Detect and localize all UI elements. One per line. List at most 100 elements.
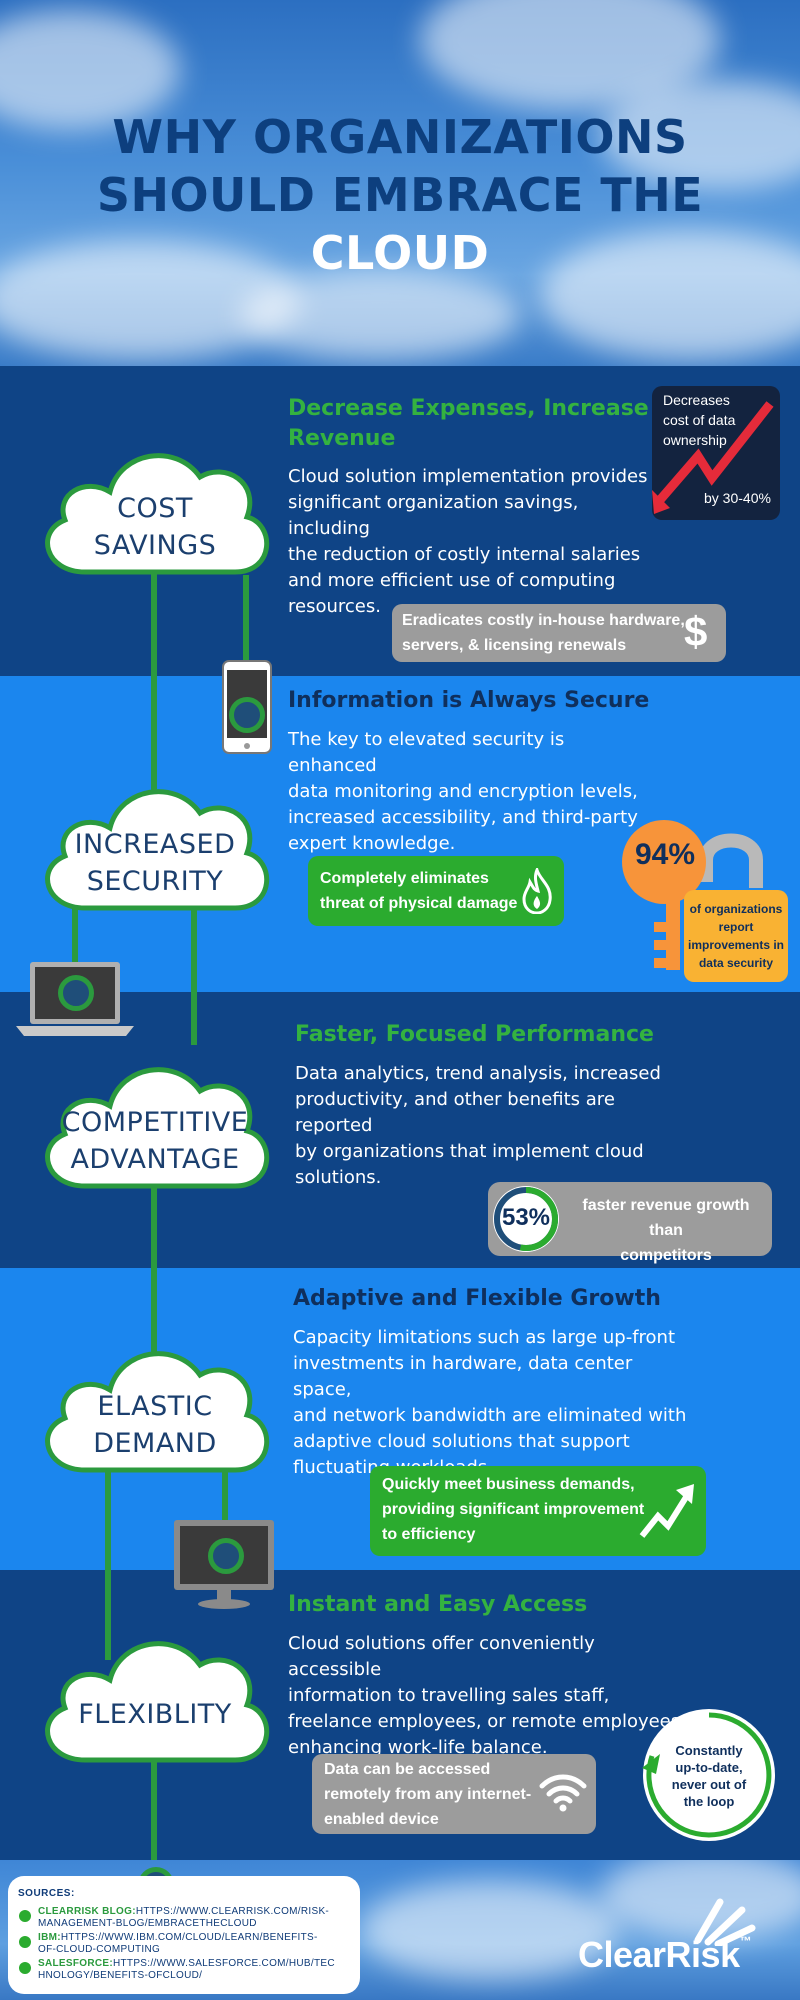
- body-line: the reduction of costly internal salarie…: [288, 544, 641, 565]
- badge-line: up-to-date,: [675, 1760, 743, 1775]
- cloud-label: SECURITY: [86, 866, 224, 897]
- body-line: freelance employees, or remote employees…: [288, 1711, 686, 1732]
- section-heading: Instant and Easy Access: [288, 1592, 588, 1617]
- section-heading: Faster, Focused Performance: [295, 1022, 654, 1047]
- connector-line: [151, 1760, 157, 1875]
- revenue-growth-pill: 53% faster revenue growth than competito…: [488, 1182, 772, 1264]
- pill-line: Eradicates costly in-house hardware,: [402, 612, 685, 629]
- section-heading: Adaptive and Flexible Growth: [293, 1286, 661, 1311]
- physical-damage-pill: Completely eliminates threat of physical…: [308, 856, 564, 926]
- title-line-3: CLOUD: [310, 226, 490, 280]
- source-item[interactable]: CLEARRISK BLOG:HTTPS://WWW.CLEARRISK.COM…: [38, 1906, 358, 1930]
- brand-name: ClearRisk: [578, 1934, 740, 1975]
- cloud-cost-savings: COST SAVINGS: [25, 432, 285, 582]
- source-item[interactable]: IBM:HTTPS://WWW.IBM.COM/CLOUD/LEARN/BENE…: [38, 1932, 358, 1956]
- stat-line: of organizations: [689, 902, 783, 916]
- cloud-label: INCREASED: [74, 829, 236, 860]
- connector-line: [191, 895, 197, 1045]
- connector-line: [72, 895, 78, 980]
- bullet-dot: [19, 1962, 31, 1974]
- pill-line: to efficiency: [382, 1526, 476, 1543]
- body-line: significant organization savings, includ…: [288, 492, 579, 539]
- cloud-competitive-advantage: COMPETITIVE ADVANTAGE: [25, 1046, 285, 1196]
- source-name: SALESFORCE:: [38, 1958, 113, 1969]
- business-demand-pill: Quickly meet business demands, providing…: [370, 1466, 706, 1556]
- hardware-pill: Eradicates costly in-house hardware, ser…: [392, 604, 726, 662]
- stat-line: competitors: [620, 1247, 712, 1264]
- trend-up-icon: [639, 1484, 694, 1538]
- page-title: WHY ORGANIZATIONS SHOULD EMBRACE THE CLO…: [0, 108, 800, 282]
- callout-line: Decreases: [663, 392, 730, 408]
- bullet-dot: [19, 1910, 31, 1922]
- stat-line: report: [718, 920, 754, 934]
- stat-line: data security: [698, 956, 774, 970]
- body-line: productivity, and other benefits are rep…: [295, 1089, 615, 1136]
- section-body: The key to elevated security is enhanced…: [288, 727, 648, 857]
- stat-value: 53%: [501, 1204, 551, 1231]
- ownership-callout: Decreases cost of data ownership by 30-4…: [652, 386, 780, 520]
- key-lock-icon: 94% of organizations report improvements…: [618, 812, 788, 982]
- percent-ring: [493, 1186, 559, 1252]
- section-body: Cloud solutions offer conveniently acces…: [288, 1631, 688, 1761]
- body-line: solutions.: [295, 1167, 382, 1188]
- cloud-elastic-demand: ELASTIC DEMAND: [25, 1330, 285, 1480]
- sources-title: SOURCES:: [18, 1888, 75, 1899]
- body-line: adaptive cloud solutions that support: [293, 1431, 630, 1452]
- stat-text: faster revenue growth than competitors: [564, 1193, 768, 1268]
- cloud-label: DEMAND: [93, 1428, 217, 1459]
- pill-line: threat of physical damage: [320, 895, 518, 912]
- pill-line: enabled device: [324, 1811, 439, 1828]
- pill-line: remotely from any internet-: [324, 1786, 532, 1803]
- badge-line: Constantly: [675, 1743, 743, 1758]
- brand-rays-icon: [694, 1898, 756, 1946]
- up-to-date-badge: Constantly up-to-date, never out of the …: [640, 1706, 778, 1844]
- callout-value: by 30-40%: [704, 490, 771, 506]
- fire-icon: [522, 868, 552, 914]
- body-line: investments in hardware, data center spa…: [293, 1353, 633, 1400]
- body-line: increased accessibility, and third-party: [288, 807, 638, 828]
- remote-access-pill: Data can be accessed remotely from any i…: [312, 1754, 596, 1834]
- body-line: expert knowledge.: [288, 833, 456, 854]
- cloud-label: COST: [117, 493, 193, 524]
- heading-line: Revenue: [288, 426, 396, 451]
- sources-box: SOURCES: CLEARRISK BLOG:HTTPS://WWW.CLEA…: [8, 1876, 360, 1994]
- section-heading: Decrease Expenses, Increase Revenue: [288, 394, 649, 454]
- connector-node: [58, 975, 94, 1011]
- body-line: enhancing work-life balance.: [288, 1737, 548, 1758]
- cloud-label: SAVINGS: [93, 530, 217, 561]
- bullet-dot: [19, 1936, 31, 1948]
- header-sky: WHY ORGANIZATIONS SHOULD EMBRACE THE CLO…: [0, 0, 800, 366]
- brand-logo: ClearRisk™: [578, 1934, 752, 1976]
- red-trend-down-icon: [652, 401, 774, 514]
- body-line: Capacity limitations such as large up-fr…: [293, 1327, 676, 1348]
- source-name: CLEARRISK BLOG:: [38, 1906, 136, 1917]
- source-url-line: HTTPS://WWW.CLEARRISK.COM/RISK-: [135, 1906, 330, 1917]
- badge-line: the loop: [683, 1794, 735, 1809]
- source-name: IBM:: [38, 1932, 61, 1943]
- body-line: resources.: [288, 596, 381, 617]
- cloud-label: FLEXIBLITY: [78, 1699, 232, 1730]
- body-line: Cloud solutions offer conveniently acces…: [288, 1633, 595, 1680]
- source-item[interactable]: SALESFORCE:HTTPS://WWW.SALESFORCE.COM/HU…: [38, 1958, 358, 1982]
- stat-text: of organizations report improvements in …: [684, 900, 788, 972]
- connector-line: [243, 575, 249, 695]
- source-url-line: OF-CLOUD-COMPUTING: [38, 1944, 161, 1955]
- section-body: Data analytics, trend analysis, increase…: [295, 1061, 695, 1191]
- wifi-icon: [539, 1774, 587, 1812]
- section-body: Cloud solution implementation provides s…: [288, 464, 648, 620]
- callout-line: cost of data: [663, 412, 736, 428]
- body-line: Data analytics, trend analysis, increase…: [295, 1063, 661, 1084]
- body-line: data monitoring and encryption levels,: [288, 781, 638, 802]
- connector-line: [151, 570, 157, 790]
- body-line: information to travelling sales staff,: [288, 1685, 610, 1706]
- section-heading: Information is Always Secure: [288, 688, 650, 713]
- pill-line: Quickly meet business demands,: [382, 1476, 635, 1493]
- cloud-label: COMPETITIVE: [61, 1107, 249, 1138]
- connector-line: [222, 1450, 228, 1530]
- source-url-line: HNOLOGY/BENEFITS-OFCLOUD/: [38, 1970, 203, 1981]
- connector-node: [208, 1538, 244, 1574]
- section-body: Capacity limitations such as large up-fr…: [293, 1325, 693, 1481]
- body-line: The key to elevated security is enhanced: [288, 729, 565, 776]
- body-line: Cloud solution implementation provides: [288, 466, 648, 487]
- badge-line: never out of: [671, 1777, 747, 1792]
